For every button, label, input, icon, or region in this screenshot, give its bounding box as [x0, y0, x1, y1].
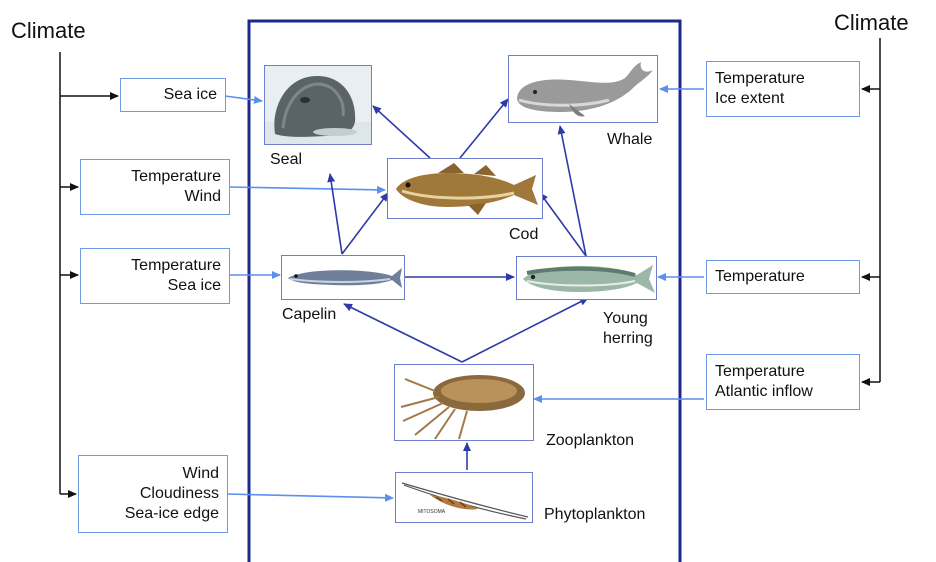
capelin-icon: [282, 256, 405, 300]
seal-icon: [265, 66, 372, 145]
climate-label-left: Climate: [11, 18, 86, 44]
driver-text: Wind: [89, 187, 221, 207]
driver-text: Cloudiness: [87, 484, 219, 504]
zooplankton-icon: [395, 365, 534, 441]
driver-text: Sea ice: [129, 85, 217, 105]
climate-label-right: Climate: [834, 10, 909, 36]
driver-text: Temperature: [715, 267, 851, 287]
whale-icon: [509, 56, 658, 123]
driver-box-temperature: Temperature: [706, 260, 860, 294]
species-label-young-herring-line1: Young: [603, 309, 648, 329]
seal-image: [264, 65, 372, 145]
species-label-zooplankton: Zooplankton: [546, 431, 634, 451]
driver-box-temperature-wind: Temperature Wind: [80, 159, 230, 215]
driver-text: Temperature: [89, 167, 221, 187]
driver-text: Temperature: [715, 362, 851, 382]
zooplankton-image: [394, 364, 534, 441]
driver-text: Ice extent: [715, 89, 851, 109]
species-label-young-herring-line2: herring: [603, 329, 653, 349]
driver-text: Sea-ice edge: [87, 504, 219, 524]
herring-icon: [517, 257, 657, 300]
young-herring-image: [516, 256, 657, 300]
driver-box-sea-ice: Sea ice: [120, 78, 226, 112]
driver-text: Temperature: [715, 69, 851, 89]
driver-text: Wind: [87, 464, 219, 484]
species-label-cod: Cod: [509, 225, 538, 245]
species-label-whale: Whale: [607, 130, 652, 150]
driver-text: Atlantic inflow: [715, 382, 851, 402]
driver-box-temperature-atlantic-inflow: Temperature Atlantic inflow: [706, 354, 860, 410]
species-label-phytoplankton: Phytoplankton: [544, 505, 645, 525]
right-climate-trunk: [862, 38, 880, 382]
driver-text: Temperature: [89, 256, 221, 276]
phytoplankton-caption: MITOSOMA: [418, 509, 446, 515]
capelin-image: [281, 255, 405, 300]
driver-box-temperature-ice-extent: Temperature Ice extent: [706, 61, 860, 117]
species-label-seal: Seal: [270, 150, 302, 170]
whale-image: [508, 55, 658, 123]
cod-icon: [388, 159, 543, 219]
driver-box-temperature-sea-ice: Temperature Sea ice: [80, 248, 230, 304]
phytoplankton-icon: MITOSOMA: [396, 473, 533, 523]
cod-image: [387, 158, 543, 219]
phytoplankton-image: MITOSOMA: [395, 472, 533, 523]
species-label-capelin: Capelin: [282, 305, 336, 325]
driver-text: Sea ice: [89, 276, 221, 296]
driver-box-wind-cloudiness-ice-edge: Wind Cloudiness Sea-ice edge: [78, 455, 228, 533]
